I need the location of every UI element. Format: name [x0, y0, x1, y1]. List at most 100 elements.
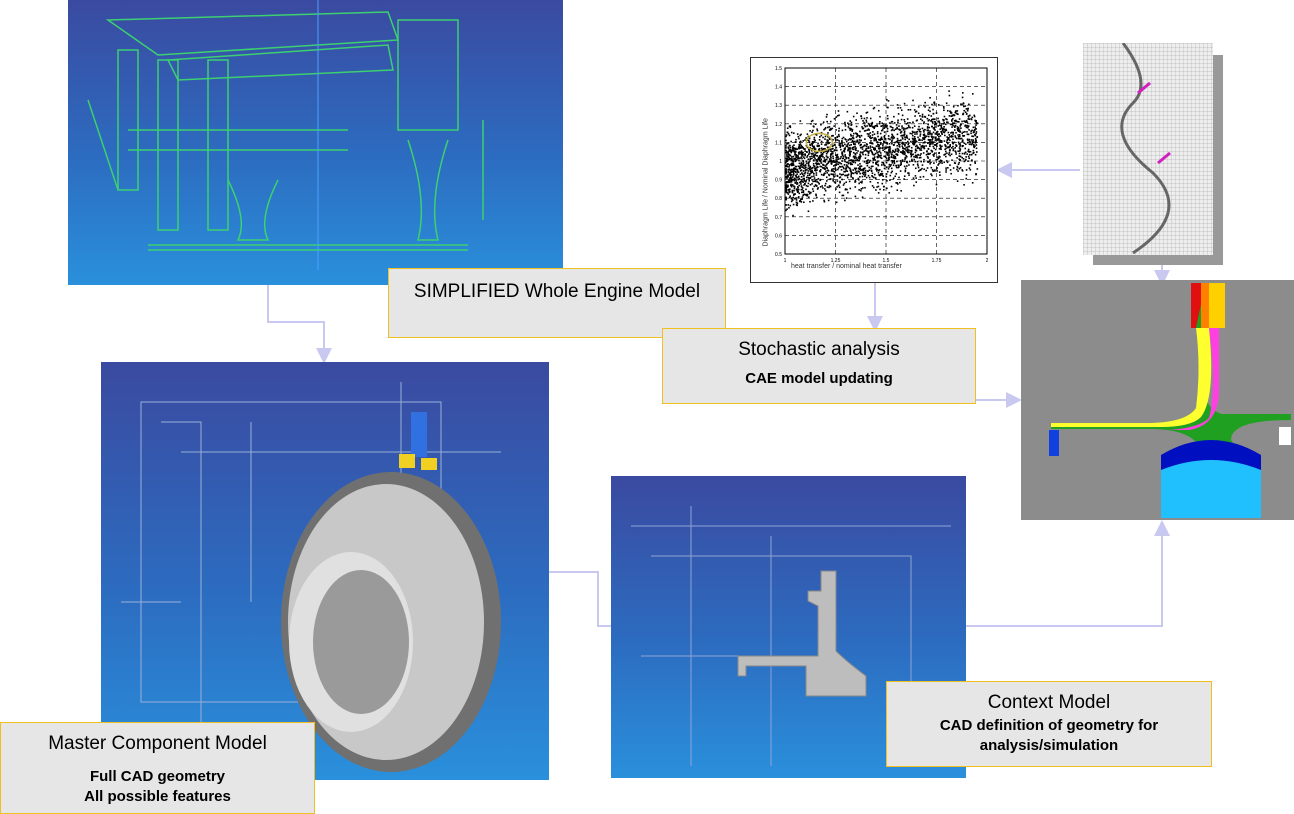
scatter-point: [939, 128, 942, 130]
scatter-point: [958, 147, 961, 149]
scatter-point: [931, 103, 933, 106]
scatter-point: [974, 161, 976, 163]
scatter-point: [873, 139, 875, 142]
scatter-point: [869, 117, 872, 120]
scatter-point: [926, 150, 928, 152]
scatter-point: [822, 187, 824, 189]
scatter-point: [836, 135, 839, 138]
scatter-point: [912, 121, 914, 123]
scatter-point: [936, 138, 939, 140]
scatter-point: [869, 147, 872, 149]
y-tick-label: 1: [779, 159, 782, 165]
scatter-point: [788, 191, 790, 194]
scatter-point: [806, 156, 808, 158]
scatter-point: [792, 168, 794, 171]
scatter-point: [801, 173, 804, 176]
scatter-point: [963, 152, 966, 155]
scatter-point: [877, 163, 879, 166]
scatter-point: [863, 168, 865, 170]
scatter-point: [963, 142, 966, 145]
scatter-point: [963, 160, 966, 163]
scatter-point: [859, 176, 861, 178]
scatter-point: [808, 177, 811, 179]
scatter-point: [971, 116, 974, 119]
scatter-point: [889, 165, 892, 167]
scatter-point: [945, 147, 947, 150]
scatter-point: [894, 128, 897, 131]
scatter-point: [934, 129, 936, 131]
scatter-point: [813, 138, 816, 141]
scatter-point: [815, 134, 818, 136]
scatter-point: [843, 164, 846, 166]
scatter-point: [798, 159, 800, 162]
scatter-point: [910, 152, 912, 154]
scatter-point: [800, 144, 802, 147]
scatter-point: [798, 167, 801, 170]
scatter-point: [790, 169, 792, 172]
scatter-point: [967, 118, 970, 120]
scatter-point: [914, 115, 916, 117]
scatter-point: [947, 142, 949, 144]
scatter-point: [821, 153, 824, 155]
scatter-point: [868, 129, 870, 131]
scatter-point: [786, 165, 789, 168]
scatter-point: [897, 166, 900, 169]
scatter-point: [785, 143, 788, 145]
scatter-point: [809, 191, 812, 194]
scatter-point: [974, 133, 976, 136]
scatter-point: [845, 161, 848, 164]
scatter-point: [866, 125, 868, 127]
scatter-point: [798, 137, 800, 140]
scatter-point: [826, 162, 829, 165]
scatter-point: [809, 183, 812, 186]
scatter-point: [801, 188, 803, 191]
scatter-point: [901, 134, 904, 137]
scatter-point: [929, 140, 931, 143]
scatter-point: [824, 161, 827, 163]
scatter-point: [890, 185, 893, 188]
scatter-point: [920, 145, 923, 148]
scatter-point: [957, 150, 959, 152]
scatter-point: [874, 124, 877, 127]
scatter-point: [830, 157, 832, 159]
scatter-point: [953, 122, 956, 124]
scatter-point: [799, 120, 802, 122]
scatter-point: [786, 175, 789, 177]
scatter-point: [914, 138, 916, 140]
scatter-point: [920, 149, 923, 151]
scatter-point: [896, 183, 899, 185]
scatter-point: [788, 196, 791, 199]
scatter-point: [808, 151, 811, 154]
scatter-point: [812, 129, 814, 132]
scatter-point: [830, 162, 833, 164]
scatter-point: [865, 176, 868, 179]
scatter-point: [788, 157, 791, 160]
scatter-point: [797, 175, 800, 178]
scatter-point: [851, 129, 853, 131]
scatter-point: [900, 161, 902, 164]
scatter-point: [890, 167, 893, 170]
scatter-point: [797, 178, 800, 181]
scatter-point: [858, 157, 860, 159]
scatter-point: [841, 141, 843, 143]
scatter-point: [819, 160, 822, 163]
scatter-point: [872, 153, 875, 156]
scatter-point: [870, 140, 872, 142]
scatter-point: [932, 131, 935, 134]
scatter-point: [952, 105, 955, 108]
scatter-point: [887, 157, 890, 160]
scatter-point: [886, 130, 889, 133]
scatter-point: [791, 145, 794, 148]
scatter-point: [818, 159, 821, 162]
scatter-point: [954, 111, 957, 114]
scatter-point: [811, 157, 813, 160]
scatter-point: [926, 155, 929, 158]
scatter-point: [964, 130, 966, 133]
scatter-point: [938, 124, 941, 127]
scatter-point: [809, 166, 811, 169]
scatter-point: [904, 143, 906, 146]
scatter-point: [849, 152, 851, 155]
scatter-point: [785, 181, 788, 183]
scatter-point: [812, 147, 815, 149]
